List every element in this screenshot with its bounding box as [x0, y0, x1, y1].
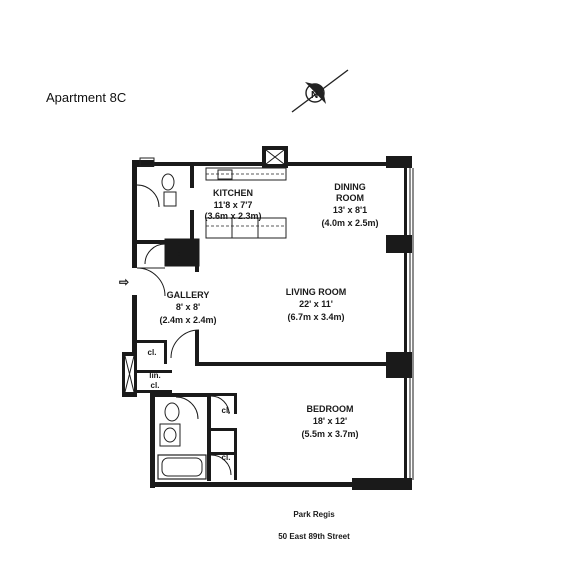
closet-label-bedroom-top: cl.: [222, 406, 231, 415]
svg-text:(5.5m x 3.7m): (5.5m x 3.7m): [301, 429, 358, 439]
svg-text:22' x 11': 22' x 11': [299, 299, 333, 309]
svg-text:(4.0m x 2.5m): (4.0m x 2.5m): [321, 218, 378, 228]
building-name: Park Regis: [293, 510, 335, 519]
svg-text:18' x 12': 18' x 12': [313, 416, 347, 426]
north-compass-icon: N: [291, 69, 349, 113]
exterior-walls: [122, 146, 414, 490]
svg-text:BEDROOM: BEDROOM: [307, 404, 354, 414]
svg-text:KITCHEN: KITCHEN: [213, 188, 253, 198]
closet-label-kitchen: cl.: [177, 249, 186, 258]
entry-arrow-icon: ⇨: [119, 275, 129, 289]
bedroom-label: BEDROOM 18' x 12' (5.5m x 3.7m): [301, 404, 358, 439]
svg-text:GALLERY: GALLERY: [167, 290, 210, 300]
apartment-title: Apartment 8C: [46, 90, 126, 105]
svg-text:8' x 8': 8' x 8': [176, 302, 200, 312]
living-room-label: LIVING ROOM 22' x 11' (6.7m x 3.4m): [286, 287, 347, 322]
gallery-label: GALLERY 8' x 8' (2.4m x 2.4m): [159, 290, 216, 325]
linen-closet-label-line1: lin.: [149, 371, 161, 380]
closet-label-bedroom-bottom: cl.: [222, 453, 231, 462]
svg-text:(2.4m x 2.4m): (2.4m x 2.4m): [159, 315, 216, 325]
svg-text:13' x 8'1: 13' x 8'1: [333, 205, 367, 215]
svg-text:LIVING ROOM: LIVING ROOM: [286, 287, 347, 297]
compass-letter: N: [311, 90, 318, 101]
svg-text:(6.7m x 3.4m): (6.7m x 3.4m): [287, 312, 344, 322]
svg-text:11'8 x 7'7: 11'8 x 7'7: [214, 200, 253, 210]
closet-label-gallery: cl.: [148, 348, 157, 357]
linen-closet-label-line2: cl.: [151, 381, 160, 390]
vent-icon: [139, 157, 155, 167]
door-swings: [136, 184, 232, 476]
svg-text:ROOM: ROOM: [336, 193, 364, 203]
svg-text:DINING: DINING: [334, 182, 366, 192]
kitchen-counters: [205, 167, 287, 239]
building-address: 50 East 89th Street: [278, 532, 350, 541]
svg-text:(3.6m x 2.3m): (3.6m x 2.3m): [204, 211, 261, 221]
interior-walls: [137, 166, 390, 481]
kitchen-label: KITCHEN 11'8 x 7'7 (3.6m x 2.3m): [204, 188, 261, 221]
bathroom-fixtures: [157, 173, 207, 480]
dining-room-label: DINING ROOM 13' x 8'1 (4.0m x 2.5m): [321, 182, 378, 228]
